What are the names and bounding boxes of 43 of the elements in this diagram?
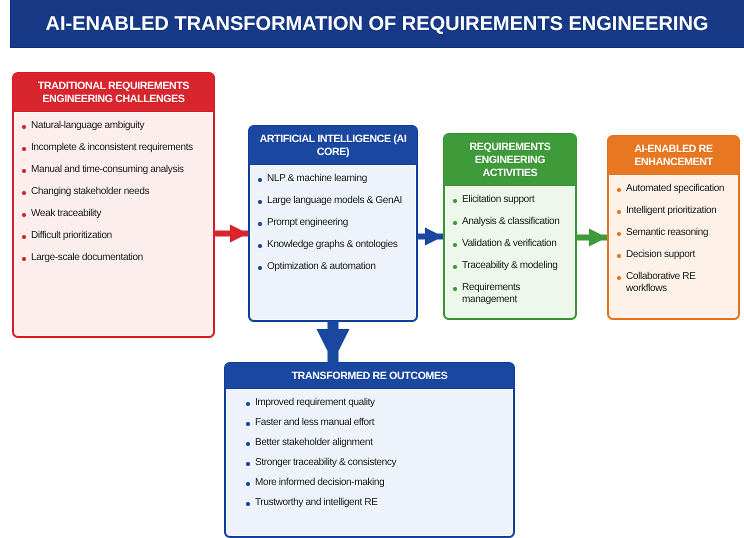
- arrow: [316, 322, 350, 362]
- card-panel: [224, 362, 515, 538]
- bullet-item: Analysis & classification: [451, 216, 572, 228]
- bullet-item: Automated specification: [615, 183, 735, 195]
- bullet-item: Improved requirement quality: [244, 397, 510, 409]
- arrow: [577, 228, 607, 246]
- card-heading: ARTIFICIAL INTELLIGENCE (AI CORE): [250, 127, 416, 165]
- card-heading: AI-ENABLED RE ENHANCEMENT: [609, 137, 738, 175]
- bullet-item: Trustworthy and intelligent RE: [244, 497, 510, 509]
- card-heading: REQUIREMENTS ENGINEERING ACTIVITIES: [445, 135, 575, 186]
- bullet-item: Large-scale documentation: [20, 252, 210, 264]
- bullet-item: Validation & verification: [451, 238, 572, 250]
- arrow: [215, 224, 248, 242]
- bullet-item: Intelligent prioritization: [615, 205, 735, 217]
- bullet-item: Changing stakeholder needs: [20, 186, 210, 198]
- card-panel: [443, 133, 577, 320]
- bullet-item: Semantic reasoning: [615, 227, 735, 239]
- bullet-item: Elicitation support: [451, 194, 572, 206]
- bullet-item: Collaborative RE workflows: [615, 271, 735, 295]
- bullet-item: NLP & machine learning: [256, 173, 413, 185]
- bullet-item: Better stakeholder alignment: [244, 437, 510, 449]
- title-banner: AI-ENABLED TRANSFORMATION OF REQUIREMENTS ENGINEERING: [10, 0, 744, 48]
- bullet-item: Knowledge graphs & ontologies: [256, 239, 413, 251]
- bullet-item: Traceability & modeling: [451, 260, 572, 272]
- bullet-item: Faster and less manual effort: [244, 417, 510, 429]
- arrow: [418, 228, 443, 246]
- bullet-item: More informed decision-making: [244, 477, 510, 489]
- card-heading: TRANSFORMED RE OUTCOMES: [226, 364, 513, 389]
- bullet-item: Prompt engineering: [256, 217, 413, 229]
- bullet-item: Weak traceability: [20, 208, 210, 220]
- card-panel: [248, 125, 418, 322]
- bullet-item: Natural-language ambiguity: [20, 120, 210, 132]
- card-heading: TRADITIONAL REQUIREMENTS ENGINEERING CHALLENGES: [14, 74, 213, 112]
- card-panel: [607, 135, 740, 320]
- bullet-item: Optimization & automation: [256, 261, 413, 273]
- bullet-item: Incomplete & inconsistent requirements: [20, 142, 210, 154]
- bullet-item: Manual and time-consuming analysis: [20, 164, 210, 176]
- bullet-item: Stronger traceability & consistency: [244, 457, 510, 469]
- bullet-item: Difficult prioritization: [20, 230, 210, 242]
- bullet-item: Decision support: [615, 249, 735, 261]
- bullet-item: Requirements management: [451, 282, 572, 306]
- card-panel: [12, 72, 215, 338]
- bullet-item: Large language models & GenAI: [256, 195, 413, 207]
